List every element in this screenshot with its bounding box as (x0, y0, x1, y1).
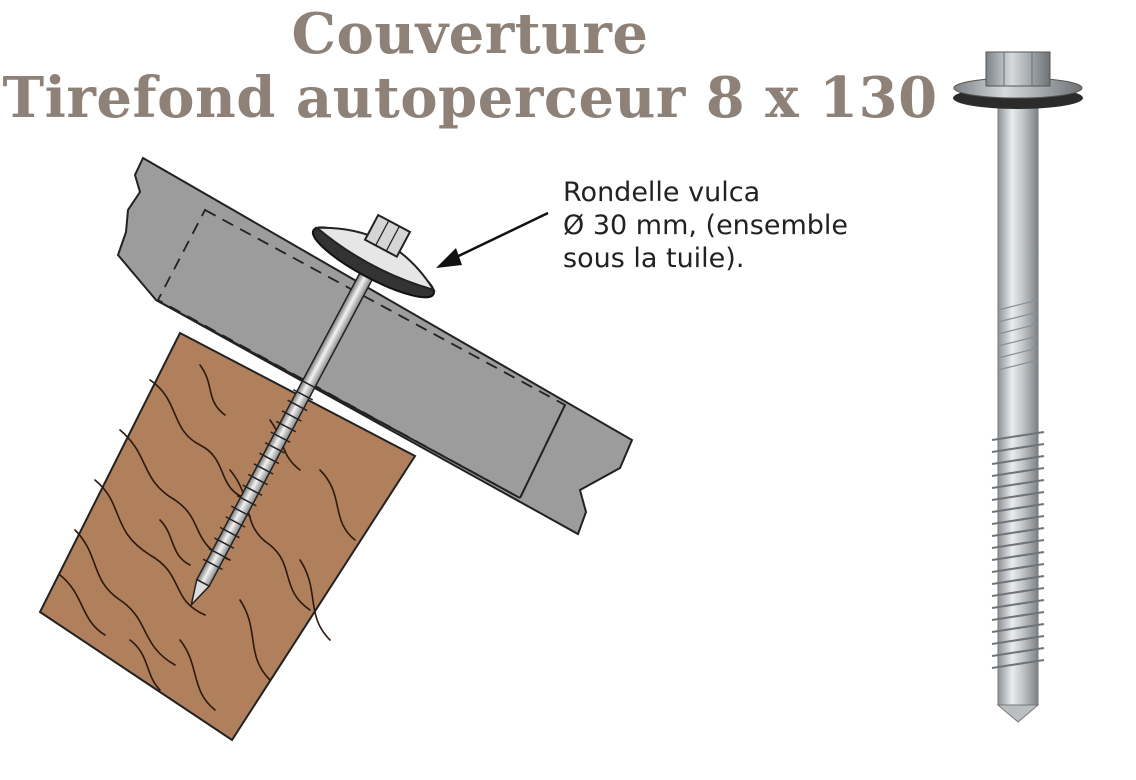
callout-line-1: Rondelle vulca (563, 177, 761, 208)
washer-callout: Rondelle vulca Ø 30 mm, (ensemble sous l… (563, 176, 848, 275)
title-line-2: Tirefond autoperceur 8 x 130 (2, 65, 938, 131)
callout-line-3: sous la tuile). (563, 243, 745, 274)
title-line-1: Couverture (291, 1, 649, 67)
screw-product-photo (953, 51, 1083, 723)
callout-arrow (436, 211, 549, 268)
installed-screw (189, 213, 436, 608)
roof-sheet (116, 156, 634, 536)
page-title: Couverture Tirefond autoperceur 8 x 130 (0, 2, 940, 130)
callout-line-2: Ø 30 mm, (ensemble (563, 210, 849, 241)
